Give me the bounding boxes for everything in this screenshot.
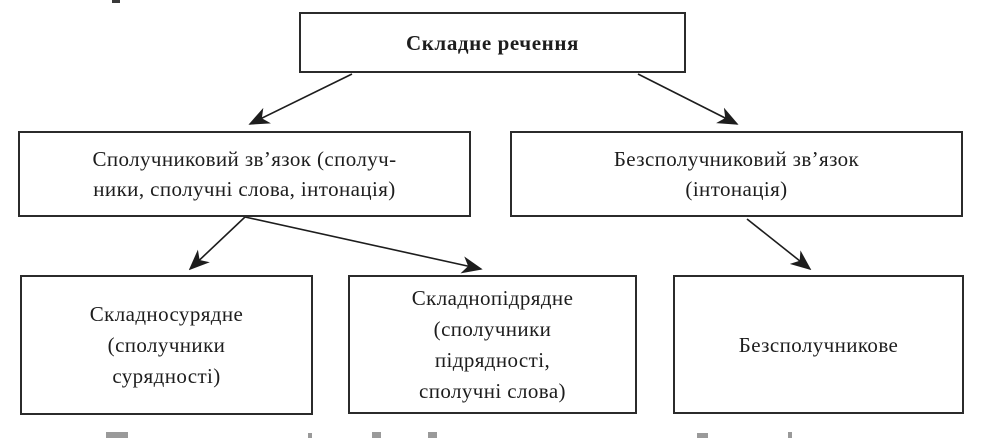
edge-root-to-nonconjunction	[637, 73, 739, 125]
node-skladnopidriadne-line-4: сполучні слова)	[419, 378, 566, 403]
node-bezspoluchnykovyi-zviazok: Безсполучниковий зв’язок (інтонація)	[510, 131, 963, 217]
cropped-text-artifact-top	[112, 0, 120, 3]
cropped-text-artifact-bottom	[308, 433, 312, 438]
cropped-text-artifact-bottom	[428, 432, 437, 438]
edge-nonconjunction-to-asyndetic	[746, 218, 812, 271]
node-skladnopidriadne-line-1: Складнопідрядне	[411, 285, 574, 310]
edge-conjunction-to-compound	[188, 216, 246, 271]
node-spoluchnykovyi-zviazok: Сполучниковий зв’язок (сполуч- ники, спо…	[18, 131, 471, 217]
edge-root-to-conjunction	[248, 73, 353, 125]
node-skladne-rechennia: Складне речення	[299, 12, 686, 73]
node-skladnopidriadne: Складнопідрядне (сполучники підрядності,…	[348, 275, 637, 414]
cropped-text-artifact-bottom	[788, 432, 792, 438]
node-skladnosuriadne: Складносурядне (сполучники сурядності)	[20, 275, 313, 415]
node-spoluchnykovyi-line-1: Сполучниковий зв’язок (сполуч-	[92, 147, 397, 171]
node-skladnosuriadne-line-2: (сполучники	[107, 332, 226, 357]
node-bezspoluchnykovyi-line-2: (інтонація)	[685, 177, 788, 201]
node-skladnopidriadne-line-2: (сполучники	[433, 316, 552, 341]
node-bezspoluchnykove: Безсполучникове	[673, 275, 964, 414]
node-skladne-rechennia-label: Складне речення	[405, 30, 580, 55]
node-bezspoluchnykove-label: Безсполучникове	[738, 332, 899, 357]
node-skladnosuriadne-line-1: Складносурядне	[89, 301, 244, 326]
cropped-text-artifact-bottom	[106, 432, 128, 438]
node-spoluchnykovyi-line-2: ники, сполучні слова, інтонація)	[93, 177, 396, 201]
cropped-text-artifact-bottom	[372, 432, 381, 438]
node-skladnosuriadne-line-3: сурядності)	[112, 363, 221, 388]
edge-conjunction-to-complexsub	[244, 216, 483, 274]
node-skladnopidriadne-line-3: підрядності,	[434, 347, 551, 372]
node-bezspoluchnykovyi-line-1: Безсполучниковий зв’язок	[613, 147, 860, 171]
cropped-text-artifact-bottom	[697, 433, 708, 438]
